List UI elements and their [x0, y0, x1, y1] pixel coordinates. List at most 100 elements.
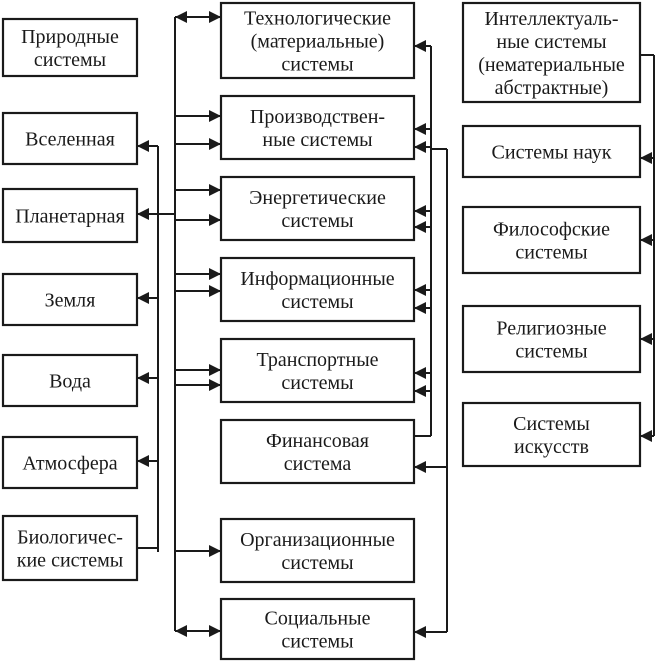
- technological-system-box-label: Социальные: [265, 608, 371, 630]
- diagram-boxes: ПриродныесистемыВселеннаяПланетарнаяЗемл…: [1, 1, 642, 661]
- arrowhead: [209, 364, 221, 376]
- technological-systems-header-box-label: Технологические: [244, 8, 391, 30]
- natural-systems-header-box-label: системы: [34, 49, 106, 71]
- technological-system-box-label: Информационные: [240, 268, 394, 290]
- arrowhead: [640, 430, 652, 442]
- natural-system-box-frame: [1, 514, 139, 582]
- technological-system-box-label: системы: [281, 210, 353, 232]
- intellectual-system-box-frame: [461, 304, 642, 374]
- intellectual-systems-header-box-label: Интеллектуаль-: [484, 8, 618, 30]
- technological-system-box-frame: [219, 337, 416, 404]
- arrowhead: [209, 110, 221, 122]
- technological-system-box: Производствен-ные системы: [219, 94, 416, 161]
- arrowhead: [414, 302, 426, 314]
- arrowhead: [175, 11, 187, 23]
- arrowhead: [209, 268, 221, 280]
- natural-system-box: Биологичес-кие системы: [1, 514, 139, 582]
- arrowhead: [175, 625, 187, 637]
- intellectual-system-box-frame: [461, 124, 642, 179]
- natural-system-box-label: Атмосфера: [22, 453, 117, 475]
- intellectual-systems-header-box-label: (нематериальные: [478, 54, 625, 76]
- technological-system-box-frame: [219, 418, 416, 485]
- intellectual-system-box-label: системы: [515, 341, 587, 363]
- technological-system-box-label: системы: [281, 631, 353, 653]
- technological-system-box-label: Организационные: [240, 529, 395, 551]
- arrowhead: [209, 379, 221, 391]
- technological-system-box-label: системы: [281, 291, 353, 313]
- intellectual-systems-header-box-label: ные системы: [496, 31, 606, 53]
- natural-system-box-frame: [1, 353, 139, 408]
- connector-lines: [137, 11, 655, 638]
- arrowhead: [640, 152, 652, 164]
- arrowhead: [209, 138, 221, 150]
- arrowhead: [209, 214, 221, 226]
- natural-system-box-label: Вода: [49, 371, 91, 393]
- arrowhead: [414, 385, 426, 397]
- natural-system-box-frame: [1, 272, 139, 327]
- arrowhead: [209, 285, 221, 297]
- natural-system-box: Земля: [1, 272, 139, 327]
- technological-systems-header-box-label: системы: [281, 54, 353, 76]
- arrowhead: [209, 545, 221, 557]
- arrowhead: [137, 455, 149, 467]
- arrowhead: [137, 208, 149, 220]
- arrowhead: [414, 461, 426, 473]
- arrowhead: [640, 234, 652, 246]
- arrowhead: [137, 372, 149, 384]
- intellectual-systems-header-box: Интеллектуаль-ные системы(нематериальные…: [461, 1, 642, 104]
- technological-system-box-frame: [219, 94, 416, 161]
- arrowhead: [414, 123, 426, 135]
- arrowhead: [137, 140, 149, 152]
- intellectual-system-box-label: Философские: [493, 219, 610, 241]
- technological-system-box-label: Энергетические: [249, 187, 386, 209]
- intellectual-systems-header-box-label: абстрактные): [495, 77, 609, 99]
- intellectual-systems-header-box-frame: [461, 1, 642, 104]
- arrowhead: [414, 205, 426, 217]
- technological-system-box-label: Транспортные: [256, 349, 378, 371]
- intellectual-system-box-label: Системы: [513, 413, 590, 435]
- technological-system-box-label: Финансовая: [266, 430, 369, 452]
- intellectual-system-box: Системы наук: [461, 124, 642, 179]
- natural-system-box-label: Вселенная: [25, 129, 115, 151]
- intellectual-system-box-label: искусств: [514, 436, 589, 458]
- arrowhead: [209, 11, 221, 23]
- intellectual-system-box-label: Системы наук: [492, 142, 612, 164]
- arrowhead: [414, 367, 426, 379]
- natural-systems-header-box-frame: [1, 17, 139, 78]
- natural-system-box-frame: [1, 435, 139, 490]
- arrowhead: [640, 333, 652, 345]
- arrowhead: [414, 40, 426, 52]
- natural-system-box-frame: [1, 111, 139, 166]
- arrowhead: [414, 626, 426, 638]
- natural-system-box-frame: [1, 187, 139, 244]
- technological-system-box-frame: [219, 597, 416, 661]
- natural-system-box-label: Планетарная: [15, 206, 125, 228]
- natural-system-box-label: Земля: [45, 290, 96, 312]
- technological-system-box-label: системы: [281, 552, 353, 574]
- technological-system-box-frame: [219, 175, 416, 242]
- technological-systems-header-box: Технологические(материальные)системы: [219, 1, 416, 80]
- arrowhead: [414, 141, 426, 153]
- natural-system-box-label: Биологичес-: [17, 527, 123, 549]
- intellectual-system-box-frame: [461, 401, 642, 468]
- technological-system-box-frame: [219, 256, 416, 323]
- intellectual-system-box-label: Религиозные: [496, 318, 606, 340]
- arrowhead: [209, 625, 221, 637]
- arrowhead: [137, 292, 149, 304]
- arrowhead: [414, 221, 426, 233]
- natural-system-box-label: кие системы: [17, 550, 123, 572]
- technological-system-box-label: система: [284, 453, 352, 475]
- technological-systems-header-box-label: (материальные): [251, 31, 385, 53]
- technological-system-box-label: ные системы: [262, 129, 372, 151]
- natural-system-box: Вселенная: [1, 111, 139, 166]
- natural-systems-header-box-label: Природные: [21, 26, 119, 48]
- technological-system-box-frame: [219, 517, 416, 584]
